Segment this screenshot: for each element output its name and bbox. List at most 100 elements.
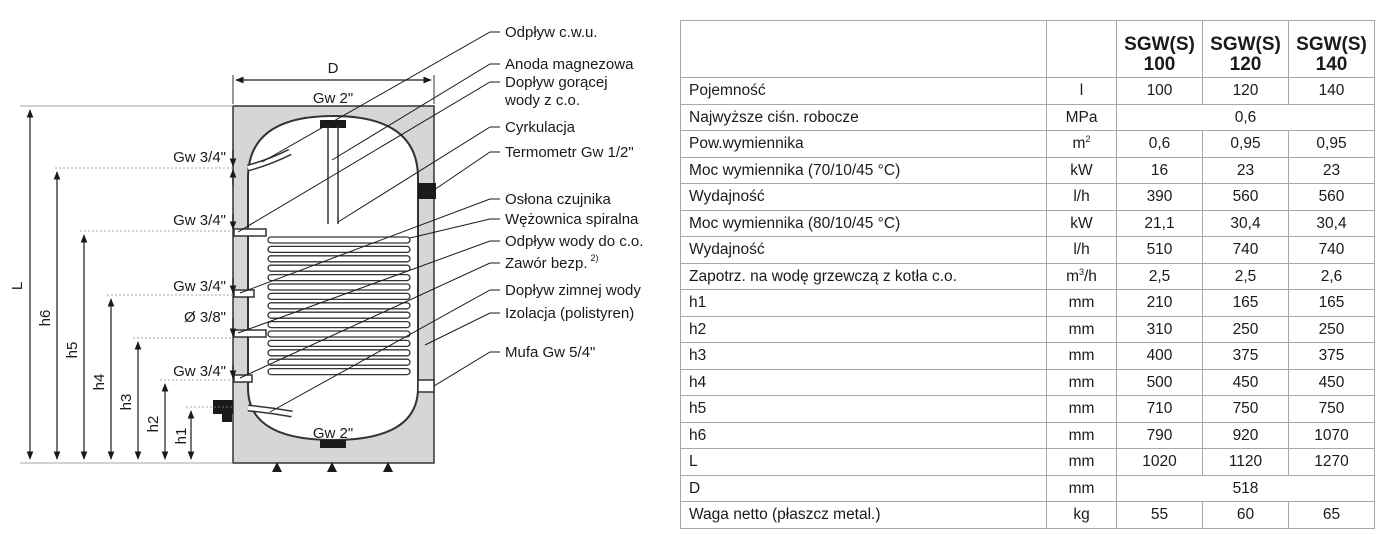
row-value: 1120: [1202, 448, 1289, 476]
row-value: 65: [1288, 501, 1375, 529]
row-value: 100: [1116, 77, 1203, 105]
height-dimensions: [20, 105, 237, 464]
row-unit: mm: [1046, 289, 1117, 317]
coil-turn: [267, 367, 411, 376]
row-value: 16: [1116, 156, 1203, 184]
row-value: 55: [1116, 501, 1203, 529]
row-label: h2: [680, 315, 1047, 343]
dim-L-label: L: [9, 282, 26, 290]
header-model: SGW(S)120: [1202, 20, 1289, 78]
row-value: 30,4: [1288, 209, 1375, 237]
coil-turn: [267, 330, 411, 338]
row-value: 1070: [1288, 421, 1375, 449]
row-value: 165: [1288, 289, 1375, 317]
row-value: 375: [1288, 342, 1375, 370]
coil-turn: [267, 255, 411, 263]
row-value: 740: [1288, 236, 1375, 264]
callout-label: Dopływ gorącej: [505, 74, 608, 91]
row-label: Moc wymiennika (70/10/45 °C): [680, 156, 1047, 184]
row-value: 750: [1288, 395, 1375, 423]
row-value: 390: [1116, 183, 1203, 211]
row-unit: l: [1046, 77, 1117, 105]
callout-label: Zawór bezp.2): [505, 253, 599, 272]
row-unit: m2: [1046, 130, 1117, 158]
row-unit: kW: [1046, 156, 1117, 184]
row-value: 1270: [1288, 448, 1375, 476]
coil-turn: [267, 302, 411, 310]
dim-h3-label: h3: [118, 394, 135, 411]
row-value: 0,6: [1116, 103, 1375, 131]
row-unit: mm: [1046, 474, 1117, 502]
row-value: 250: [1288, 315, 1375, 343]
row-unit: mm: [1046, 315, 1117, 343]
coil-turn: [267, 264, 411, 272]
row-value: 250: [1202, 315, 1289, 343]
row-label: h5: [680, 395, 1047, 423]
left-port-label: Gw 3/4": [173, 149, 226, 166]
row-label: Pow.wymiennika: [680, 130, 1047, 158]
bottom-port-label: Gw 2": [313, 425, 353, 442]
coil-turn: [267, 339, 411, 348]
row-unit: mm: [1046, 448, 1117, 476]
row-unit: mm: [1046, 395, 1117, 423]
row-value: 375: [1202, 342, 1289, 370]
row-value: 790: [1116, 421, 1203, 449]
row-value: 750: [1202, 395, 1289, 423]
row-value: 500: [1116, 368, 1203, 396]
row-value: 560: [1288, 183, 1375, 211]
row-value: 310: [1116, 315, 1203, 343]
callout-label: Odpływ c.w.u.: [505, 24, 598, 41]
callout-label: Mufa Gw 5/4": [505, 344, 595, 361]
callout-label: Dopływ zimnej wody: [505, 282, 641, 299]
row-label: Pojemność: [680, 77, 1047, 105]
row-label: D: [680, 474, 1047, 502]
row-label: Najwyższe ciśn. robocze: [680, 103, 1047, 131]
row-value: 450: [1288, 368, 1375, 396]
left-port-label: Gw 3/4": [173, 278, 226, 295]
row-value: 210: [1116, 289, 1203, 317]
top-port-label: Gw 2": [313, 90, 353, 107]
callout-leaders: [237, 31, 500, 413]
row-unit: l/h: [1046, 236, 1117, 264]
callout-label: Cyrkulacja: [505, 119, 576, 136]
row-value: 60: [1202, 501, 1289, 529]
row-value: 400: [1116, 342, 1203, 370]
row-label: h4: [680, 368, 1047, 396]
row-value: 2,5: [1202, 262, 1289, 290]
row-value: 165: [1202, 289, 1289, 317]
thermometer-socket: [418, 183, 436, 199]
row-value: 0,95: [1288, 130, 1375, 158]
row-unit: MPa: [1046, 103, 1117, 131]
row-unit: kW: [1046, 209, 1117, 237]
row-label: L: [680, 448, 1047, 476]
callout-label: Termometr Gw 1/2": [505, 144, 634, 161]
left-port-label: Gw 3/4": [173, 363, 226, 380]
coil-turn: [267, 320, 411, 329]
boiler-diagram: D L h6 h5 h4 h3 h2 h1 Gw 2" Gw 2" Gw 3/4…: [9, 24, 643, 472]
row-label: Wydajność: [680, 236, 1047, 264]
row-unit: mm: [1046, 368, 1117, 396]
coil-turn: [267, 273, 411, 282]
row-value: 740: [1202, 236, 1289, 264]
dim-D-label: D: [328, 60, 339, 77]
row-value: 30,4: [1202, 209, 1289, 237]
row-value: 23: [1288, 156, 1375, 184]
coil-turn: [267, 358, 411, 366]
coil-turn: [267, 245, 411, 254]
dimension-D: D: [232, 60, 435, 104]
magnesium-anode: [327, 126, 339, 224]
spiral-coil: [267, 236, 411, 376]
